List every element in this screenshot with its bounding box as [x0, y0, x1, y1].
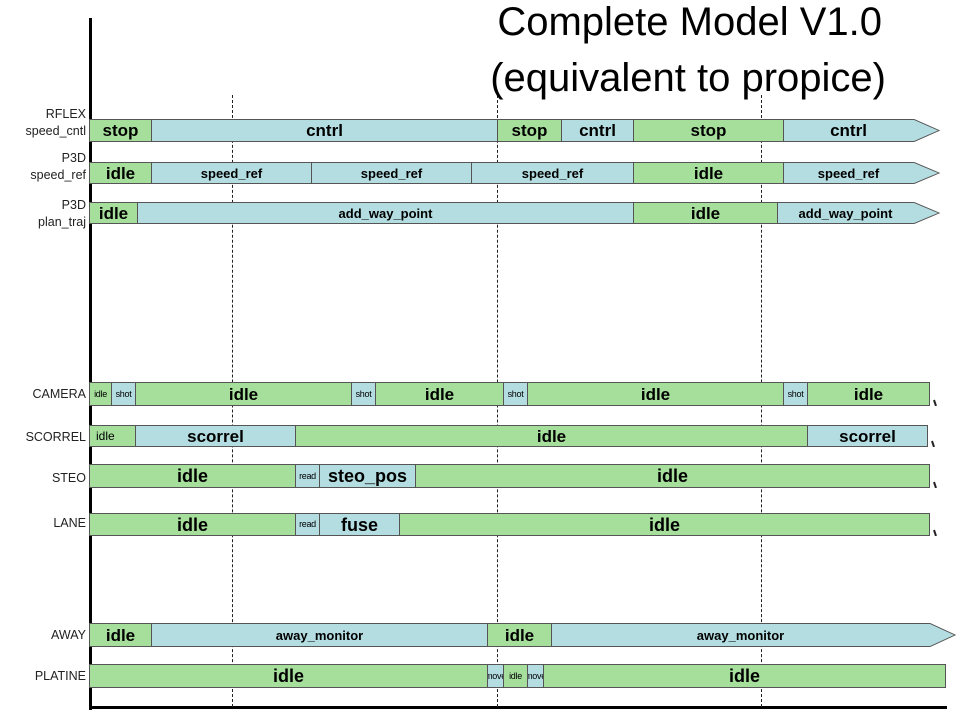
timeline-end-tick	[929, 425, 939, 448]
state-segment: stop	[633, 119, 784, 142]
state-segment: idle	[399, 513, 930, 536]
time-axis-horizontal	[89, 706, 947, 709]
state-segment: idle	[89, 382, 112, 406]
state-segment: add_way_point	[137, 202, 634, 224]
state-segment: idle	[807, 382, 930, 406]
state-segment: idle	[89, 623, 152, 647]
row-label-scorrel: SCORREL	[26, 429, 86, 446]
state-segment: move	[527, 664, 544, 688]
time-axis-vertical	[89, 18, 92, 710]
state-segment: idle	[89, 513, 296, 536]
state-segment: idle	[503, 664, 528, 688]
state-segment: speed_ref	[151, 162, 312, 184]
timeline-end-tick	[931, 464, 941, 489]
row-label-steo: STEO	[52, 470, 86, 487]
state-segment: idle	[89, 425, 136, 447]
state-segment: stop	[497, 119, 562, 142]
state-segment: idle	[543, 664, 946, 688]
row-label-p3d_plan: P3D plan_traj	[38, 197, 86, 231]
state-segment: away_monitor	[551, 623, 930, 647]
state-segment: shot	[783, 382, 808, 406]
row-label-lane: LANE	[53, 515, 86, 532]
state-segment: cntrl	[561, 119, 634, 142]
timeline-continuation-arrow	[912, 161, 941, 185]
state-segment: speed_ref	[471, 162, 634, 184]
state-segment: idle	[89, 664, 488, 688]
state-segment: fuse	[319, 513, 400, 536]
state-segment: shot	[503, 382, 528, 406]
state-segment: read	[295, 464, 320, 488]
row-label-line: P3D	[61, 151, 86, 165]
state-segment: idle	[527, 382, 784, 406]
state-segment: idle	[89, 162, 152, 184]
state-segment: idle	[89, 202, 138, 224]
state-segment: speed_ref	[311, 162, 472, 184]
state-segment: stop	[89, 119, 152, 142]
row-label-line: speed_ref	[30, 168, 86, 182]
state-segment: read	[295, 513, 320, 536]
state-segment: cntrl	[783, 119, 914, 142]
state-segment: speed_ref	[783, 162, 914, 184]
row-label-rflex: RFLEX speed_cntl	[26, 106, 86, 140]
state-segment: away_monitor	[151, 623, 488, 647]
diagram-title-line-1: Complete Model V1.0	[497, 0, 882, 44]
state-segment: idle	[487, 623, 552, 647]
state-segment: idle	[415, 464, 930, 488]
row-label-line: RFLEX	[45, 107, 86, 121]
diagram-title-line-2: (equivalent to propice)	[490, 56, 886, 100]
row-label-line: CAMERA	[32, 387, 86, 401]
row-label-line: PLATINE	[34, 669, 86, 683]
state-segment: idle	[295, 425, 808, 447]
row-label-platine: PLATINE	[35, 668, 86, 685]
state-segment: scorrel	[807, 425, 928, 447]
row-label-line: LANE	[53, 516, 86, 530]
row-label-line: P3D	[61, 198, 86, 212]
state-segment: shot	[351, 382, 376, 406]
state-segment: idle	[375, 382, 504, 406]
timeline-continuation-arrow	[912, 201, 941, 225]
state-segment: idle	[633, 162, 784, 184]
timeline-end-tick	[931, 382, 941, 407]
state-segment: move	[487, 664, 504, 688]
state-segment: idle	[135, 382, 352, 406]
state-segment: shot	[111, 382, 136, 406]
row-label-camera: CAMERA	[33, 386, 86, 403]
state-segment: idle	[633, 202, 778, 224]
state-segment: scorrel	[135, 425, 296, 447]
row-label-line: STEO	[51, 471, 86, 485]
row-label-p3d_speed: P3D speed_ref	[30, 150, 86, 184]
row-label-line: speed_cntl	[25, 124, 86, 138]
row-label-line: plan_traj	[38, 215, 86, 229]
state-segment: add_way_point	[777, 202, 914, 224]
row-label-away: AWAY	[51, 627, 86, 644]
timeline-continuation-arrow	[912, 118, 941, 143]
state-segment: idle	[89, 464, 296, 488]
timeline-end-tick	[931, 513, 941, 537]
state-segment: steo_pos	[319, 464, 416, 488]
state-segment: cntrl	[151, 119, 498, 142]
row-label-line: SCORREL	[25, 430, 86, 444]
timeline-continuation-arrow	[928, 622, 957, 648]
row-label-line: AWAY	[51, 628, 86, 642]
